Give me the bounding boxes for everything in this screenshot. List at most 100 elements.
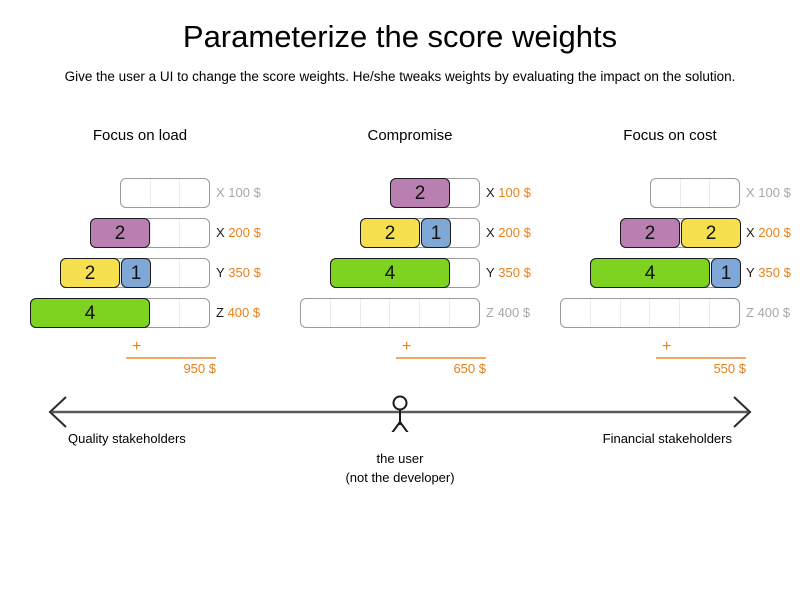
- weight-row: 2 X 200 $: [10, 214, 270, 254]
- track-slot[interactable]: [450, 299, 479, 327]
- track-slot[interactable]: [121, 219, 151, 247]
- weight-row: 4 Y 350 $: [280, 254, 540, 294]
- track-slot[interactable]: [650, 299, 681, 327]
- row-label-key: X: [216, 225, 225, 240]
- total-rule: [396, 357, 486, 359]
- track-slot[interactable]: [450, 259, 479, 287]
- track-slot[interactable]: [561, 299, 591, 327]
- row-label-amount: 100 $: [228, 185, 261, 200]
- row-label: X 200 $: [486, 224, 531, 242]
- track-slot[interactable]: [591, 299, 621, 327]
- track-slot-grid: [301, 299, 479, 327]
- track-slot[interactable]: [151, 219, 181, 247]
- weight-segment-blue[interactable]: 1: [421, 218, 451, 248]
- row-label-amount: 100 $: [758, 185, 791, 200]
- row-label-key: X: [486, 185, 495, 200]
- weight-track[interactable]: [300, 298, 480, 328]
- track-slot[interactable]: [301, 299, 331, 327]
- row-label: Y 350 $: [746, 264, 791, 282]
- row-label: X 200 $: [746, 224, 791, 242]
- track-slot[interactable]: [681, 179, 711, 207]
- weight-row: X 100 $: [10, 174, 270, 214]
- weight-segment-purple[interactable]: 2: [620, 218, 680, 248]
- user-caption-line-2: (not the developer): [345, 470, 455, 485]
- track-slot[interactable]: [180, 179, 209, 207]
- user-caption: the user (not the developer): [300, 449, 500, 487]
- scenario-title: Focus on cost: [623, 127, 717, 144]
- weight-segment-blue[interactable]: 1: [121, 258, 151, 288]
- row-label-key: X: [746, 225, 755, 240]
- weight-track[interactable]: [650, 178, 740, 208]
- row-label-amount: 200 $: [228, 225, 261, 240]
- row-label-amount: 350 $: [498, 265, 531, 280]
- track-slot[interactable]: [121, 179, 151, 207]
- row-label-key: X: [746, 185, 755, 200]
- weight-segments: 2: [390, 178, 450, 208]
- track-slot-grid: [121, 179, 209, 207]
- weight-segment-purple[interactable]: 2: [390, 178, 450, 208]
- track-slot[interactable]: [361, 299, 391, 327]
- total-rule: [126, 357, 216, 359]
- weight-segment-yellow[interactable]: 2: [360, 218, 420, 248]
- row-label: X 100 $: [746, 184, 791, 202]
- weight-segments: 4: [330, 258, 450, 288]
- total-rule: [656, 357, 746, 359]
- weight-track[interactable]: [120, 178, 210, 208]
- track-slot[interactable]: [391, 219, 421, 247]
- row-label-amount: 350 $: [228, 265, 261, 280]
- track-slot[interactable]: [651, 179, 681, 207]
- track-slot[interactable]: [390, 299, 421, 327]
- track-slot[interactable]: [180, 259, 209, 287]
- weight-segment-green[interactable]: 4: [30, 298, 150, 328]
- weight-segment-yellow[interactable]: 2: [60, 258, 120, 288]
- weight-segment-yellow[interactable]: 2: [681, 218, 741, 248]
- weight-row: Z 400 $: [280, 294, 540, 334]
- page-subtitle: Give the user a UI to change the score w…: [64, 69, 736, 84]
- track-slot[interactable]: [710, 299, 739, 327]
- track-slot[interactable]: [680, 299, 711, 327]
- track-slot[interactable]: [450, 219, 479, 247]
- track-slot[interactable]: [180, 219, 209, 247]
- row-label: Y 350 $: [486, 264, 531, 282]
- stakeholder-spectrum: Quality stakeholders Financial stakehold…: [0, 392, 800, 502]
- track-slot[interactable]: [180, 299, 209, 327]
- track-slot[interactable]: [651, 219, 681, 247]
- track-slot[interactable]: [621, 299, 651, 327]
- weight-segment-blue[interactable]: 1: [711, 258, 741, 288]
- weight-track[interactable]: [560, 298, 740, 328]
- track-slot-grid: [651, 179, 739, 207]
- track-slot[interactable]: [150, 259, 181, 287]
- row-label-key: Y: [486, 265, 495, 280]
- spectrum-label-left: Quality stakeholders: [68, 431, 186, 446]
- row-label-key: X: [486, 225, 495, 240]
- total-sum: 550 $: [713, 361, 746, 376]
- row-label: X 200 $: [216, 224, 261, 242]
- track-slot[interactable]: [150, 299, 181, 327]
- track-slot[interactable]: [91, 259, 121, 287]
- weight-segment-green[interactable]: 4: [590, 258, 710, 288]
- scenario-title: Focus on load: [92, 127, 188, 144]
- row-label: X 100 $: [216, 184, 261, 202]
- page-title: Parameterize the score weights: [182, 19, 618, 54]
- track-slot[interactable]: [331, 299, 361, 327]
- row-label-key: Z: [486, 305, 494, 320]
- weight-segment-purple[interactable]: 2: [90, 218, 150, 248]
- scenario-total: +550 $: [656, 338, 746, 377]
- total-plus-sign: +: [662, 338, 672, 355]
- track-slot[interactable]: [151, 179, 181, 207]
- row-label-amount: 200 $: [498, 225, 531, 240]
- track-slot[interactable]: [710, 179, 739, 207]
- track-slot[interactable]: [420, 299, 451, 327]
- weight-segment-green[interactable]: 4: [330, 258, 450, 288]
- track-slot[interactable]: [450, 179, 479, 207]
